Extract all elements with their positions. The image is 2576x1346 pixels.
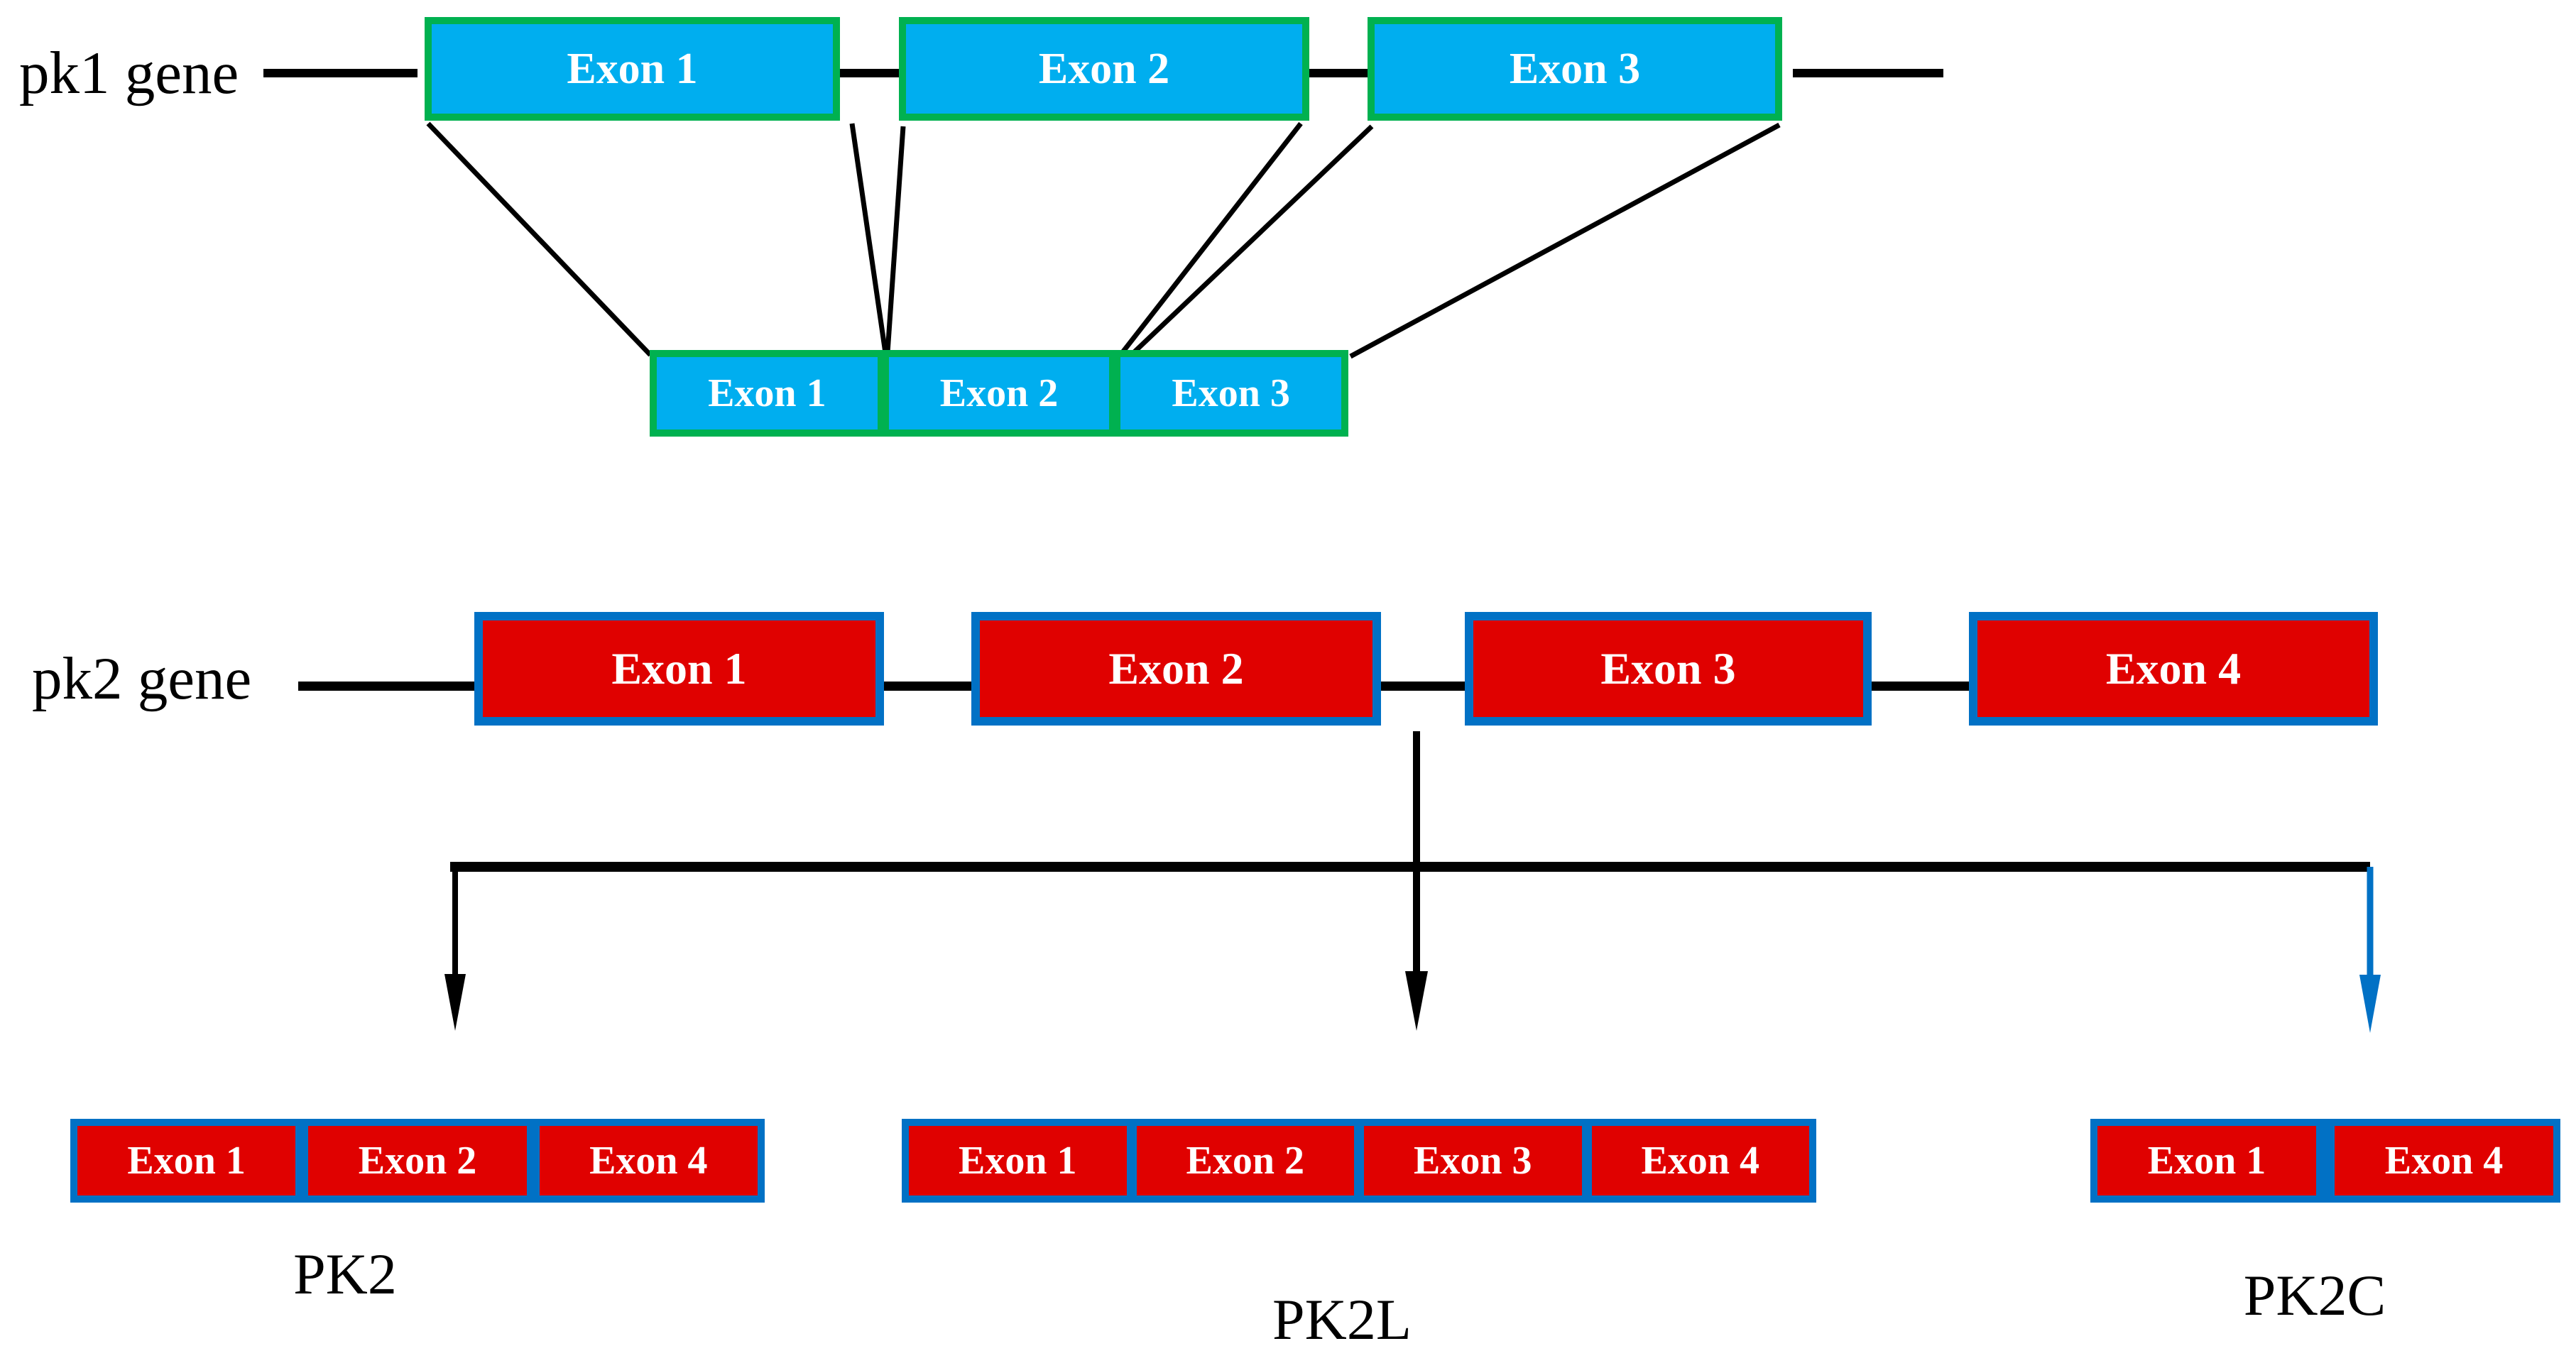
pk1-mrna-band: Exon 1 Exon 2 Exon 3 (650, 350, 1348, 437)
pk1-intron1-line (840, 69, 899, 77)
pk2-exon4-box: Exon 4 (1969, 612, 2378, 726)
pk1-mrna-exon2: Exon 2 (888, 357, 1110, 429)
pk1-gene-leader-line (263, 69, 417, 77)
pk2-left-arrowhead (444, 974, 466, 1031)
pk2-exon1-box: Exon 1 (474, 612, 884, 726)
splice-line-exon1-left (426, 121, 653, 357)
pk2-intron2-line (1381, 682, 1465, 691)
product-pk2c-band: Exon 1 Exon 4 (2090, 1119, 2560, 1203)
pk1-mrna-exon1: Exon 1 (657, 357, 878, 429)
splice-line-exon3-left (1127, 124, 1374, 359)
product-pk2l-label: PK2L (1272, 1287, 1412, 1346)
pk2-right-arrowhead (2359, 975, 2381, 1033)
product-pk2l-band: Exon 1 Exon 2 Exon 3 Exon 4 (902, 1119, 1816, 1203)
pk2-exon2-box: Exon 2 (971, 612, 1381, 726)
product-pk2-band: Exon 1 Exon 2 Exon 4 (70, 1119, 765, 1203)
product-pk2l-exon3: Exon 3 (1364, 1126, 1582, 1195)
product-pk2-exon1: Exon 1 (77, 1126, 296, 1195)
splice-line-exon2-right (1118, 121, 1303, 357)
pk2-intron1-line (884, 682, 971, 691)
product-pk2c-label: PK2C (2243, 1263, 2386, 1328)
pk1-intron2-line (1309, 69, 1368, 77)
pk1-exon2-box: Exon 2 (899, 17, 1309, 121)
pk2-gene-label: pk2 gene (32, 645, 252, 712)
product-pk2-exon2: Exon 2 (308, 1126, 527, 1195)
product-pk2-label: PK2 (293, 1242, 397, 1306)
product-pk2c-exon1: Exon 1 (2097, 1126, 2316, 1195)
pk1-mrna-exon3: Exon 3 (1120, 357, 1342, 429)
pk1-gene-tail-line (1793, 69, 1943, 77)
pk2-gene-leader-line (298, 682, 474, 691)
product-pk2l-exon1: Exon 1 (909, 1126, 1127, 1195)
pk2-intron3-line (1872, 682, 1969, 691)
splice-line-exon2-left (885, 126, 906, 354)
pk1-gene-label: pk1 gene (19, 40, 239, 106)
product-pk2l-exon4: Exon 4 (1591, 1126, 1809, 1195)
splice-line-exon1-right (849, 123, 888, 354)
pk1-exon1-box: Exon 1 (425, 17, 840, 121)
product-pk2-exon4: Exon 4 (539, 1126, 758, 1195)
product-pk2c-exon4: Exon 4 (2335, 1126, 2553, 1195)
splice-line-exon3-right (1349, 122, 1781, 359)
pk2-exon3-box: Exon 3 (1465, 612, 1872, 726)
product-pk2l-exon2: Exon 2 (1136, 1126, 1354, 1195)
pk1-exon3-box: Exon 3 (1368, 17, 1782, 121)
pk2-center-arrowhead (1405, 971, 1428, 1031)
